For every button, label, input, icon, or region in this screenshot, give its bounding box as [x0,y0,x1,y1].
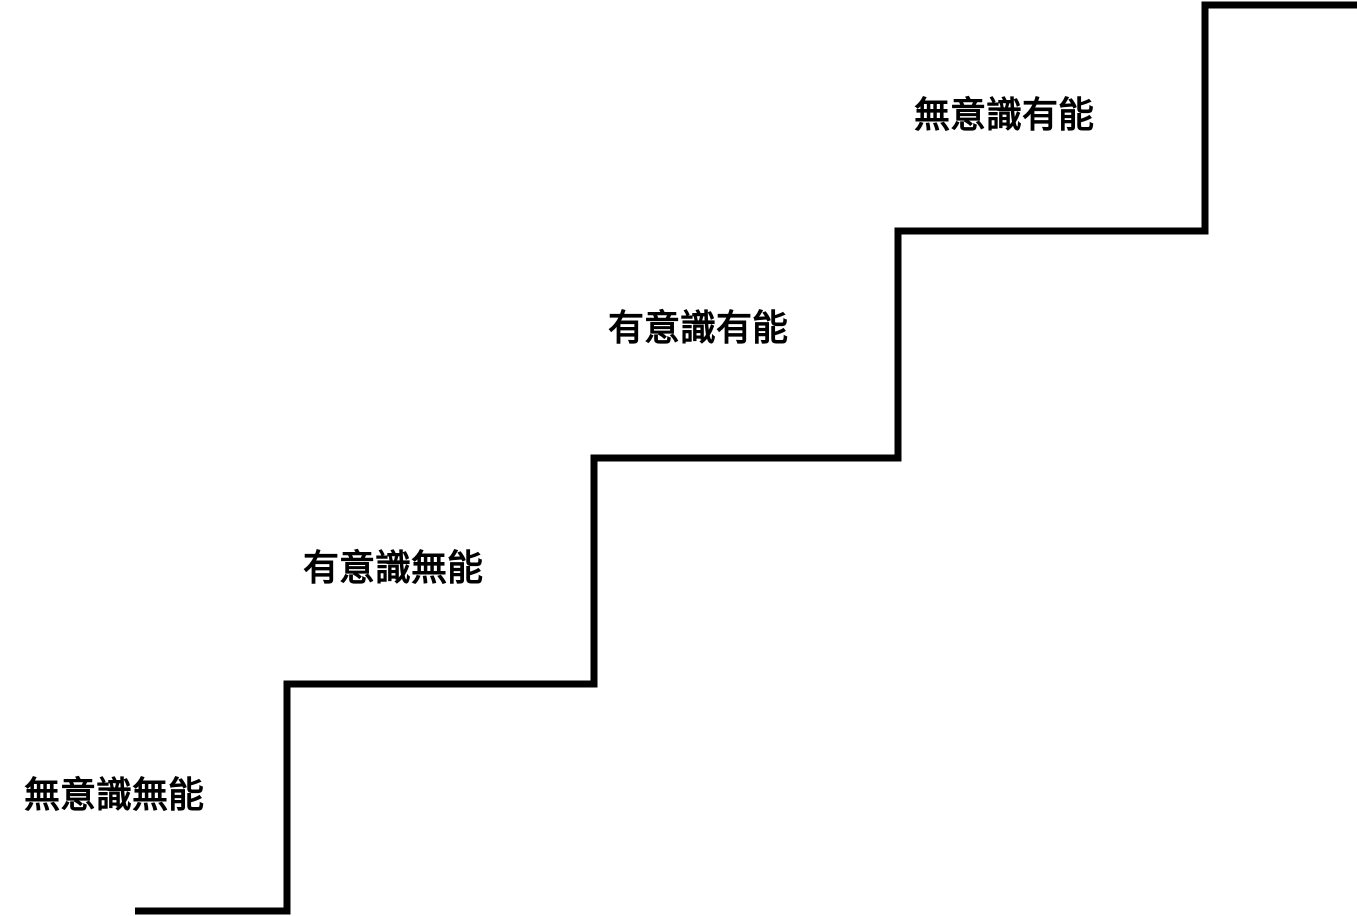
stage-label-conscious-competence: 有意識有能 [608,308,789,349]
staircase-line [135,1,1357,915]
stage-label-unconscious-competence: 無意識有能 [914,95,1095,136]
stage-label-conscious-incompetence: 有意識無能 [303,548,484,589]
stage-label-unconscious-incompetence: 無意識無能 [24,775,205,816]
